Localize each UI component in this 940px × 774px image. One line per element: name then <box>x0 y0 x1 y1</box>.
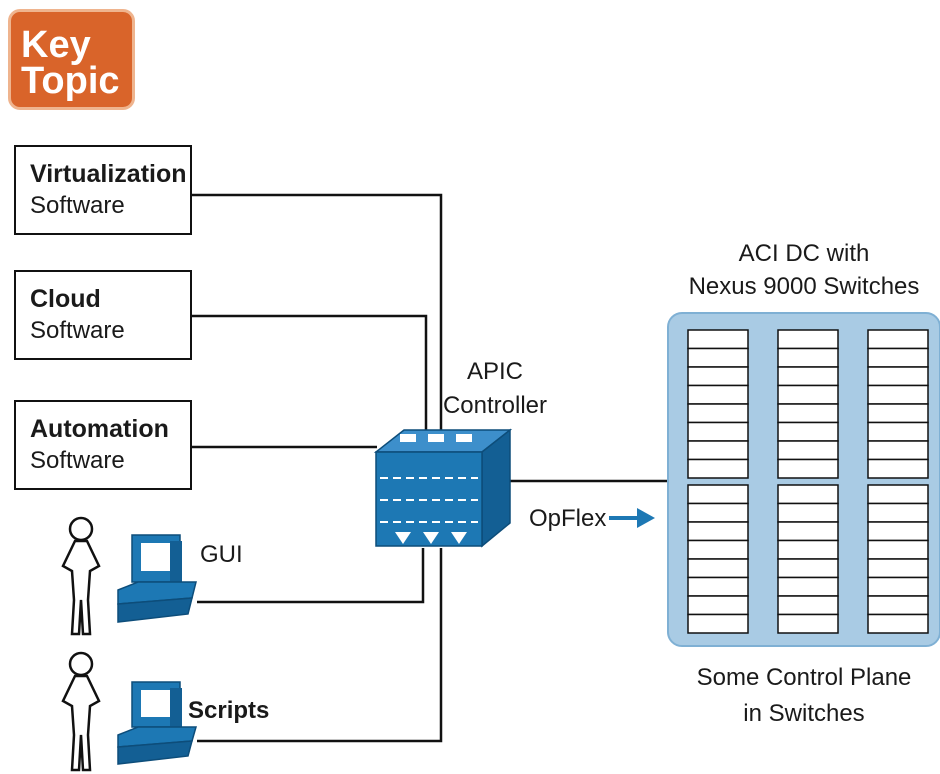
switch-rack <box>777 329 839 479</box>
switch-unit <box>867 366 929 387</box>
switch-unit <box>867 347 929 368</box>
switch-unit <box>777 347 839 368</box>
switch-unit <box>777 558 839 579</box>
gui-computer-icon <box>117 534 197 623</box>
switch-unit <box>687 440 749 461</box>
switch-rack <box>687 484 749 634</box>
switch-unit <box>867 458 929 479</box>
switch-unit <box>687 502 749 523</box>
badge-line-2: Topic <box>21 60 120 102</box>
switch-unit <box>687 576 749 597</box>
switch-unit <box>687 539 749 560</box>
switch-unit <box>867 440 929 461</box>
switch-unit <box>777 329 839 350</box>
switch-unit <box>867 539 929 560</box>
source-subtitle: Software <box>30 317 125 344</box>
gui-label: GUI <box>200 541 243 568</box>
switch-unit <box>687 347 749 368</box>
dc-title-line1: ACI DC with <box>738 240 870 267</box>
controller-label-line2: Controller <box>442 392 548 419</box>
switch-unit <box>867 613 929 634</box>
switch-rack <box>867 329 929 479</box>
switch-unit <box>777 366 839 387</box>
source-title: Cloud <box>30 285 101 313</box>
switch-unit <box>867 384 929 405</box>
switch-unit <box>777 484 839 505</box>
switch-unit <box>687 558 749 579</box>
switch-unit <box>687 384 749 405</box>
switch-unit <box>687 366 749 387</box>
virtualization-software-box: Virtualization Software <box>14 145 192 235</box>
switch-rack <box>687 329 749 479</box>
switch-unit <box>777 521 839 542</box>
scripts-user-icon <box>61 651 101 772</box>
switch-unit <box>867 576 929 597</box>
apic-controller-switch <box>373 428 513 548</box>
source-subtitle: Software <box>30 447 125 474</box>
controller-label-line1: APIC <box>466 358 523 385</box>
scripts-link <box>197 548 443 743</box>
switch-unit <box>777 595 839 616</box>
switch-unit <box>867 558 929 579</box>
switch-unit <box>777 440 839 461</box>
switch-unit <box>687 403 749 424</box>
badge-line-1: Key <box>21 24 91 66</box>
source-title: Virtualization <box>30 160 187 188</box>
switch-unit <box>867 329 929 350</box>
switch-unit <box>777 458 839 479</box>
cloud-link <box>192 314 428 455</box>
key-topic-badge: Key Topic <box>8 9 135 110</box>
switch-unit <box>777 539 839 560</box>
virtualization-link <box>192 193 443 455</box>
switch-unit <box>867 421 929 442</box>
switch-unit <box>687 484 749 505</box>
source-title: Automation <box>30 415 169 443</box>
switch-unit <box>687 421 749 442</box>
source-subtitle: Software <box>30 192 125 219</box>
dc-caption-line2: in Switches <box>743 700 865 727</box>
gui-link <box>197 548 425 604</box>
cloud-software-box: Cloud Software <box>14 270 192 360</box>
gui-user-icon <box>61 516 101 636</box>
switch-unit <box>777 421 839 442</box>
switch-unit <box>687 329 749 350</box>
opflex-label: OpFlex <box>529 505 607 532</box>
scripts-computer-icon <box>117 681 197 765</box>
switch-unit <box>777 502 839 523</box>
switch-unit <box>867 403 929 424</box>
switch-unit <box>687 458 749 479</box>
datacenter-panel <box>667 312 940 647</box>
switch-racks <box>687 329 929 634</box>
switch-unit <box>687 613 749 634</box>
switch-unit <box>867 595 929 616</box>
switch-unit <box>777 384 839 405</box>
switch-rack <box>867 484 929 634</box>
dc-caption-line1: Some Control Plane <box>696 664 912 691</box>
switch-unit <box>777 613 839 634</box>
connector-lines <box>192 193 668 743</box>
switch-rack <box>777 484 839 634</box>
scripts-label: Scripts <box>188 697 270 724</box>
opflex-arrow <box>609 508 655 528</box>
switch-unit <box>777 576 839 597</box>
switch-unit <box>687 595 749 616</box>
switch-unit <box>867 502 929 523</box>
switch-unit <box>867 521 929 542</box>
dc-title-line2: Nexus 9000 Switches <box>688 273 920 300</box>
switch-unit <box>867 484 929 505</box>
switch-unit <box>687 521 749 542</box>
switch-unit <box>777 403 839 424</box>
automation-software-box: Automation Software <box>14 400 192 490</box>
